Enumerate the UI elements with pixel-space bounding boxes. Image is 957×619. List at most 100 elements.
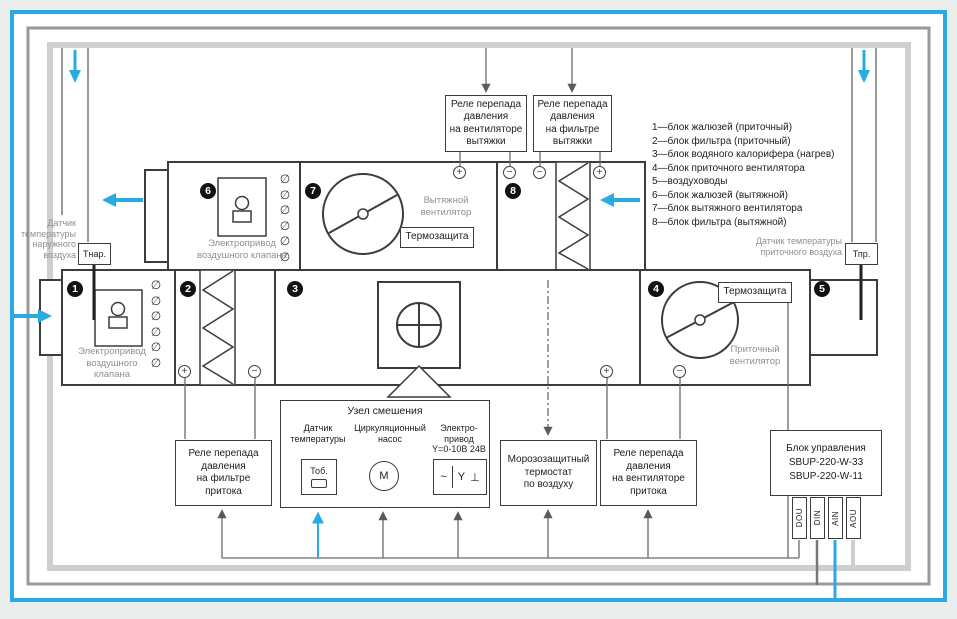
supply-actuator-base-icon [108, 316, 128, 329]
exhaust-filter-pressure-relay-label: Реле перепада давления на фильтре вытяжк… [537, 98, 608, 148]
valve-actuator-terminals: ~ Y ⊥ [433, 459, 487, 495]
block-badge-4: 4 [648, 281, 664, 297]
tap-supply-fan-plus: + [600, 365, 613, 378]
exhaust-damper-blades: ∅ ∅ ∅ ∅ ∅ ∅ [277, 172, 293, 265]
exhaust-thermal-protection-label: Термозащита [405, 231, 469, 243]
legend-item-7: 7—блок вытяжного вентилятора [652, 203, 803, 214]
supply-fan-caption: Приточный вентилятор [729, 344, 781, 367]
damper-blade-icon: ∅ [150, 278, 162, 292]
supply-fan-pressure-relay: Реле перепада давления на вентиляторе пр… [600, 440, 697, 506]
exhaust-in-arrow-head [600, 193, 614, 207]
exhaust-fan-pressure-relay: Реле перепада давления на вентиляторе вы… [445, 95, 527, 152]
legend: 1—блок жалюзей (приточный) 2—блок фильтр… [652, 121, 834, 229]
exhaust-fan-pressure-relay-label: Реле перепада давления на вентиляторе вы… [449, 98, 523, 148]
frost-protection-thermostat: Морозозащитный термостат по воздуху [500, 440, 597, 506]
mixing-unit-title: Узел смешения [347, 405, 423, 417]
ac-power-symbol: ~ [440, 471, 447, 483]
supply-fan-pressure-relay-label: Реле перепада давления на вентиляторе пр… [612, 448, 685, 497]
block-badge-1: 1 [67, 281, 83, 297]
terminal-ain-label: AIN [831, 510, 840, 526]
damper-blade-icon: ∅ [150, 309, 162, 323]
left-duct-arrow-head [69, 70, 81, 83]
legend-item-4: 4—блок приточного вентилятора [652, 162, 805, 174]
damper-blade-icon: ∅ [279, 172, 291, 186]
supply-thermal-protection: Термозащита [718, 282, 792, 303]
tap-supply-filter-plus: + [178, 365, 191, 378]
mixing-pump-caption: Циркуляционный насос [354, 423, 426, 444]
mixing-actuator-caption: Электро- привод Y=0-10В 24В [432, 423, 486, 454]
mixing-temp-sensor-caption: Датчик температуры [290, 423, 346, 444]
terminal-dou: DOU [792, 497, 807, 539]
tap-exhaust-fan-minus: − [503, 166, 516, 179]
exhaust-actuator-motor-icon [234, 195, 250, 211]
tap-exhaust-fan-plus: + [453, 166, 466, 179]
supply-filter-pressure-relay-label: Реле перепада давления на фильтре приток… [188, 448, 259, 497]
exhaust-end-cap [144, 169, 169, 263]
tap-supply-fan-minus: − [673, 365, 686, 378]
damper-blade-icon: ∅ [279, 234, 291, 248]
terminal-aou-label: AOU [849, 508, 858, 528]
block-badge-6: 6 [200, 183, 216, 199]
damper-blade-icon: ∅ [150, 355, 162, 370]
block-badge-2: 2 [180, 281, 196, 297]
supply-damper-blades: ∅ ∅ ∅ ∅ ∅ ∅ [148, 278, 164, 371]
exhaust-row [144, 161, 646, 271]
legend-item-8: 8—блок фильтра (вытяжной) [652, 216, 787, 228]
control-unit: Блок управления SBUP-220-W-33 SBUP-220-W… [770, 430, 882, 496]
legend-item-2: 2—блок фильтра (приточный) [652, 135, 791, 147]
exhaust-thermal-protection: Термозащита [400, 227, 474, 248]
exhaust-actuator-base-icon [232, 210, 252, 223]
control-unit-model-2: SBUP-220-W-11 [789, 471, 863, 482]
damper-blade-icon: ∅ [150, 340, 162, 354]
exhaust-fan-caption: Вытяжной вентилятор [420, 195, 472, 218]
control-unit-title: Блок управления [786, 443, 866, 454]
legend-item-6: 6—блок жалюзей (вытяжной) [652, 189, 789, 201]
damper-blade-icon: ∅ [150, 293, 162, 308]
supply-thermal-protection-label: Термозащита [723, 286, 787, 298]
exhaust-fan-hub [357, 208, 369, 220]
damper-blade-icon: ∅ [279, 249, 291, 264]
water-temp-sensor-tag: Тоб. [310, 466, 328, 476]
exhaust-actuator-caption: Электропривод воздушного клапана [197, 238, 287, 261]
exhaust-filter-zigzag [557, 162, 590, 270]
supply-fan-hub [694, 314, 706, 326]
exhaust-filter-pressure-relay: Реле перепада давления на фильтре вытяжк… [533, 95, 612, 152]
airflow-arrows [14, 50, 870, 323]
pump-motor-symbol: М [379, 470, 389, 482]
signal-y-symbol: Y [457, 471, 466, 483]
terminal-din: DIN [810, 497, 825, 539]
frost-protection-thermostat-label: Морозозащитный термостат по воздуху [507, 454, 590, 491]
supply-temp-sensor-tag: Тпр. [852, 249, 871, 259]
block-badge-5: 5 [814, 281, 830, 297]
mixing-unit: Узел смешения Датчик температуры Циркуля… [280, 400, 490, 508]
supply-filter-frame [199, 269, 236, 386]
damper-blade-icon: ∅ [150, 324, 162, 339]
supply-in-arrow-head [38, 309, 52, 323]
water-temp-sensor-icon [311, 479, 327, 488]
block-badge-7: 7 [305, 183, 321, 199]
tap-exhaust-filter-minus: − [533, 166, 546, 179]
terminal-dou-label: DOU [795, 508, 804, 528]
damper-blade-icon: ∅ [279, 187, 291, 202]
supply-filter-zigzag [201, 270, 235, 385]
supply-damper-actuator-box [94, 289, 143, 347]
outdoor-temp-sensor: Тнар. [78, 243, 111, 265]
right-duct-arrow-head [858, 70, 870, 83]
circulation-pump: М [369, 461, 399, 491]
frame-cyan [10, 10, 947, 602]
legend-item-1: 1—блок жалюзей (приточный) [652, 122, 793, 133]
terminal-divider [451, 466, 453, 488]
supply-sensor-caption: Датчик температуры приточного воздуха [755, 236, 842, 257]
tap-supply-filter-minus: − [248, 365, 261, 378]
heater-mixing-connector [386, 364, 452, 398]
terminal-din-label: DIN [813, 510, 822, 526]
terminal-ain: AIN [828, 497, 843, 539]
control-unit-model-1: SBUP-220-W-33 [788, 457, 864, 468]
ground-terminal-symbol: ⊥ [470, 471, 480, 484]
exhaust-out-arrow-head [102, 193, 116, 207]
block-badge-8: 8 [505, 183, 521, 199]
tap-exhaust-filter-plus: + [593, 166, 606, 179]
outdoor-temp-sensor-tag: Тнар. [83, 249, 106, 259]
supply-actuator-motor-icon [110, 301, 126, 317]
